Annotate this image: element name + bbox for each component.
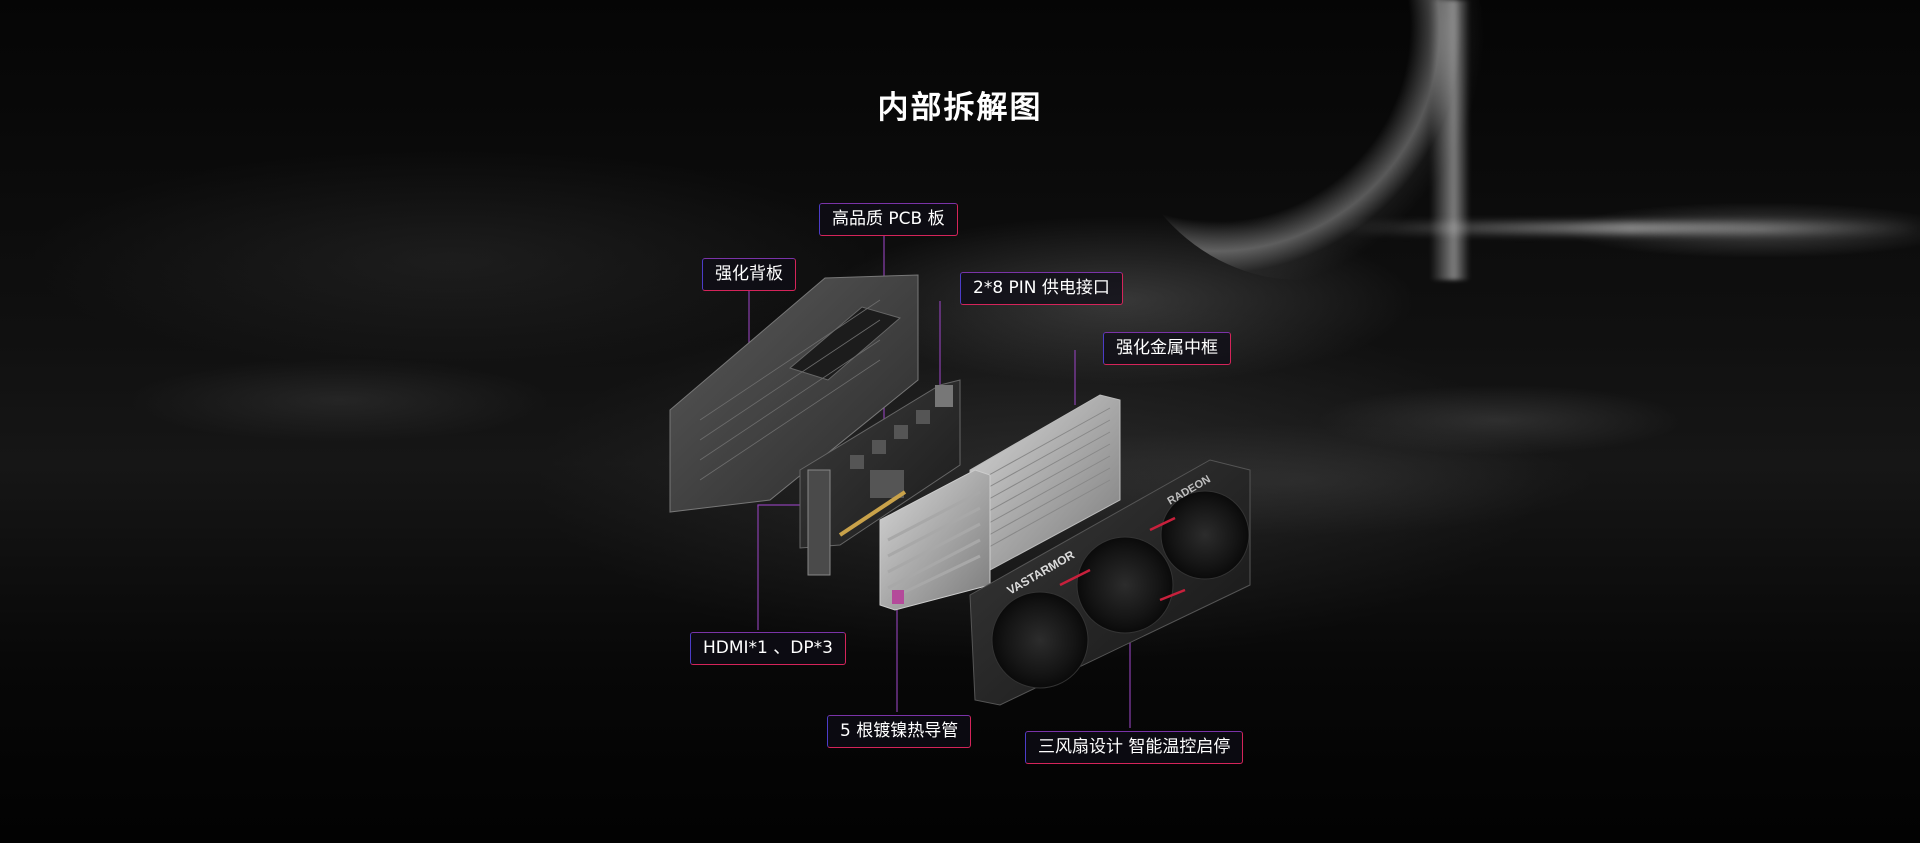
midframe-heatsink-part — [969, 394, 1121, 571]
backplate-part — [669, 274, 919, 513]
callout-pcb: 高品质 PCB 板 — [819, 203, 958, 236]
callout-fans: 三风扇设计 智能温控启停 — [1025, 731, 1244, 764]
horizon-glow — [1340, 222, 1920, 234]
callout-heatpipes: 5 根镀镍热导管 — [827, 715, 972, 748]
page-title: 内部拆解图 — [877, 90, 1043, 126]
callout-power-connector: 2*8 PIN 供电接口 — [960, 272, 1123, 305]
pcb-part — [799, 379, 961, 576]
callout-backplate: 强化背板 — [702, 258, 796, 291]
fan-shroud-part: VASTARMOR RADEON — [969, 459, 1251, 706]
callout-midframe: 强化金属中框 — [1103, 332, 1231, 365]
fan-right — [1160, 490, 1250, 580]
fan-center — [1076, 536, 1174, 634]
heatpipe-cooler-part — [879, 469, 991, 611]
callout-ports: HDMI*1 、DP*3 — [690, 632, 846, 665]
fan-left — [991, 591, 1089, 689]
